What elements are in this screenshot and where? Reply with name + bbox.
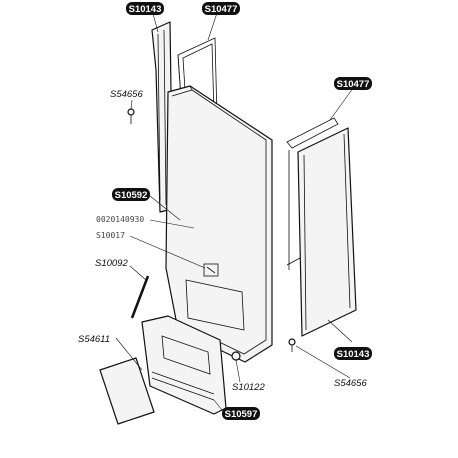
- label-s10143-top-text: S10143: [129, 4, 162, 15]
- label-s10592-text: S10592: [115, 190, 148, 201]
- label-s10477-top: S10477: [202, 2, 240, 15]
- screw-bottom: [288, 338, 296, 352]
- label-s10477-right: S10477: [334, 77, 372, 90]
- knob: [231, 351, 241, 361]
- label-s10477-right-text: S10477: [337, 79, 370, 90]
- label-s54611: S54611: [78, 334, 110, 345]
- screw-left: [127, 108, 135, 124]
- seal-strip: [130, 275, 150, 319]
- lower-control-panel: [141, 315, 227, 415]
- label-s10143-bottom-text: S10143: [337, 349, 370, 360]
- label-code-0020140930: 0020140930: [96, 215, 144, 224]
- label-s10597-text: S10597: [225, 409, 258, 420]
- label-s54656-left: S54656: [110, 89, 143, 100]
- label-s10143-top: S10143: [126, 2, 164, 15]
- label-s10143-bottom: S10143: [334, 347, 372, 360]
- label-s10122: S10122: [232, 382, 265, 393]
- label-s10592: S10592: [112, 188, 150, 201]
- cover-door: [99, 357, 155, 425]
- leader-lines: [115, 9, 357, 411]
- label-s10092: S10092: [95, 258, 128, 269]
- label-s10597: S10597: [222, 407, 260, 420]
- label-s54656-bottom: S54656: [334, 378, 367, 389]
- right-frame-rods: [286, 117, 339, 270]
- main-front-casing: [165, 85, 273, 363]
- right-side-panel: [297, 127, 357, 337]
- label-s10017: S10017: [96, 231, 125, 240]
- label-s10477-top-text: S10477: [205, 4, 238, 15]
